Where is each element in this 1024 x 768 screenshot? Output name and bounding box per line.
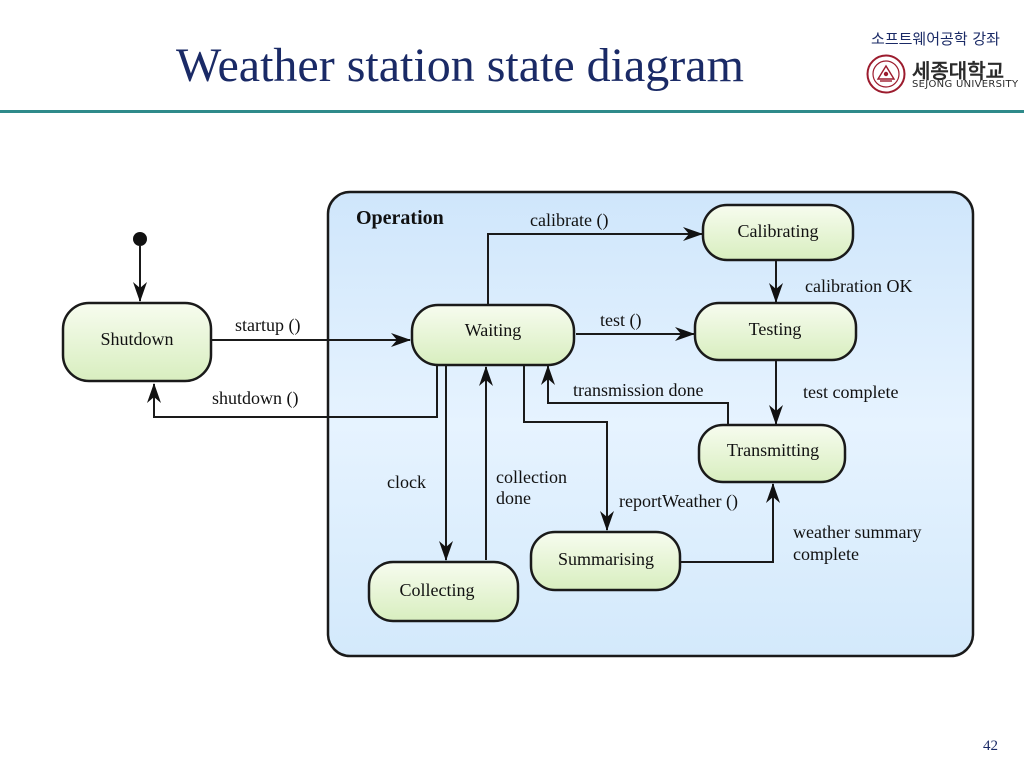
label-collection-done: collection done xyxy=(496,467,571,508)
state-collecting: Collecting xyxy=(367,560,520,623)
title-divider xyxy=(0,110,1024,113)
label-clock: clock xyxy=(387,472,426,492)
label-collection-done-line2: done xyxy=(496,488,531,508)
label-weather-summary-complete: weather summary complete xyxy=(793,522,926,564)
state-transmitting: Transmitting xyxy=(697,423,847,484)
label-weather-summary-line2: complete xyxy=(793,544,859,564)
label-calibrate: calibrate () xyxy=(530,210,608,231)
initial-state-dot xyxy=(133,232,147,246)
university-name-korean: 세종대학교 xyxy=(912,59,1004,83)
state-shutdown-label: Shutdown xyxy=(100,329,173,349)
label-test: test () xyxy=(600,310,641,331)
operation-label: Operation xyxy=(356,207,444,229)
course-label: 소프트웨어공학 강좌 xyxy=(871,30,1000,48)
state-summarising: Summarising xyxy=(529,530,682,592)
state-testing: Testing xyxy=(693,301,858,362)
university-seal-icon xyxy=(866,54,906,94)
shutdown-transition xyxy=(147,366,438,418)
university-logo: 세종대학교 SEJONG UNIVERSITY xyxy=(866,52,1019,98)
state-calibrating: Calibrating xyxy=(701,203,855,262)
weather-summary-transition xyxy=(681,483,780,563)
label-weather-summary-line1: weather summary xyxy=(793,522,921,542)
report-weather-transition xyxy=(523,366,614,531)
label-calibration-ok: calibration OK xyxy=(805,276,912,296)
state-summarising-label: Summarising xyxy=(558,549,654,569)
state-testing-label: Testing xyxy=(749,319,802,339)
state-collecting-label: Collecting xyxy=(400,580,475,600)
state-waiting-label: Waiting xyxy=(465,320,522,340)
label-transmission-done: transmission done xyxy=(573,380,704,400)
label-shutdown: shutdown () xyxy=(212,388,299,409)
slide-title: Weather station state diagram xyxy=(176,39,744,92)
label-collection-done-line1: collection xyxy=(496,467,567,487)
state-calibrating-label: Calibrating xyxy=(738,221,819,241)
label-test-complete: test complete xyxy=(803,382,898,402)
state-waiting: Waiting xyxy=(410,303,576,367)
transmission-done-transition xyxy=(541,365,729,424)
state-transmitting-label: Transmitting xyxy=(727,440,819,460)
university-name-english: SEJONG UNIVERSITY xyxy=(912,79,1019,90)
calibrate-transition xyxy=(487,227,703,305)
state-shutdown: Shutdown xyxy=(61,301,213,383)
page-number: 42 xyxy=(983,738,998,754)
label-startup: startup () xyxy=(235,315,300,336)
label-report-weather: reportWeather () xyxy=(619,491,738,512)
